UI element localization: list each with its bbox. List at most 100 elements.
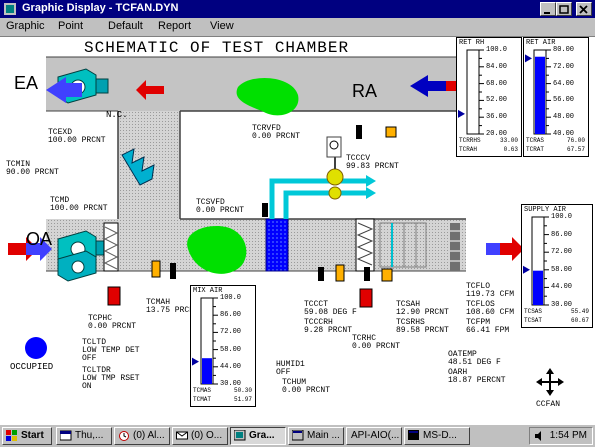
gauge-fill bbox=[535, 56, 545, 134]
airflow-blob-bottom bbox=[187, 225, 247, 274]
valve-icon bbox=[326, 136, 344, 200]
taskbar-item-graphic[interactable]: Gra... bbox=[230, 427, 286, 445]
taskbar-item-ms-dos[interactable]: MS-D... bbox=[404, 427, 470, 445]
start-button[interactable]: Start bbox=[2, 427, 52, 445]
gauge-tick-label: 20.00 bbox=[486, 130, 508, 138]
point-oatemp[interactable]: OATEMP 48.51 DEG F bbox=[448, 350, 501, 367]
point-tcltd[interactable]: TCLTD LOW TEMP DET OFF bbox=[82, 338, 140, 363]
gauge-tick-label: 58.00 bbox=[220, 345, 242, 354]
point-tcrvfd[interactable]: TCRVFD 0.00 PRCNT bbox=[252, 124, 301, 141]
gauge-tick-label: 86.00 bbox=[551, 230, 573, 239]
point-tcsah[interactable]: TCSAH 12.90 PRCNT bbox=[396, 300, 449, 317]
point-tcmd[interactable]: TCMD 100.00 PRCNT bbox=[50, 196, 108, 213]
label-oa: OA bbox=[26, 229, 53, 249]
gauge-tick-label: 52.00 bbox=[486, 96, 508, 105]
gauge-tick-label: 86.00 bbox=[220, 311, 242, 320]
point-tcfpm[interactable]: TCFPM 66.41 FPM bbox=[466, 318, 510, 335]
label-nc: N.C. bbox=[106, 110, 128, 120]
schematic-canvas: SCHEMATIC OF TEST CHAMBER EA RA OA N.C. … bbox=[0, 37, 595, 424]
humidifier-icon bbox=[379, 222, 427, 268]
point-humid1[interactable]: HUMID1 OFF bbox=[276, 360, 305, 377]
point-tcphc[interactable]: TCPHC 0.00 PRCNT bbox=[88, 314, 137, 331]
title-bar[interactable]: Graphic Display - TCFAN.DYN bbox=[0, 0, 595, 18]
point-tcccrh[interactable]: TCCCRH 9.28 PRCNT bbox=[304, 318, 353, 335]
menu-point[interactable]: Point bbox=[58, 20, 84, 32]
label-ea: EA bbox=[14, 73, 39, 93]
gauge-title: RET AIR bbox=[526, 39, 556, 47]
gauge-graphic bbox=[192, 297, 218, 385]
gauge-tick-label: 30.00 bbox=[551, 301, 573, 309]
gauge-pointer bbox=[458, 109, 465, 118]
taskbar-item-calendar[interactable]: Thu,... bbox=[56, 427, 112, 445]
gauge-readout-value: 0.63 bbox=[503, 146, 518, 153]
system-clock[interactable]: 1:54 PM bbox=[529, 427, 593, 445]
move-icon[interactable] bbox=[536, 368, 564, 396]
point-tcltdr[interactable]: TCLTDR LOW TMP RSET ON bbox=[82, 366, 140, 391]
point-oarh[interactable]: OARH 18.87 PERCNT bbox=[448, 368, 506, 385]
point-tchum[interactable]: TCHUM 0.00 PRCNT bbox=[282, 378, 331, 395]
gauge-readout-label: TCMAT bbox=[193, 396, 212, 403]
windows-logo-icon bbox=[6, 429, 17, 441]
gauge-tick-label: 72.00 bbox=[551, 248, 573, 257]
envelope-icon bbox=[176, 431, 188, 440]
point-tccct[interactable]: TCCCT 59.08 DEG F bbox=[304, 300, 357, 317]
maximize-icon bbox=[559, 5, 569, 14]
close-button[interactable] bbox=[576, 2, 592, 16]
point-tcflos[interactable]: TCFLOS 108.60 CFM bbox=[466, 300, 515, 317]
damper-icon bbox=[121, 148, 155, 186]
point-tcflo[interactable]: TCFLO 119.73 CFM bbox=[466, 282, 515, 299]
gauge-readout-value: 60.67 bbox=[570, 317, 589, 324]
gauge-pointer bbox=[192, 357, 199, 366]
gauge-tick-label: 100.0 bbox=[220, 294, 242, 302]
taskbar-item-label: (0) Al... bbox=[133, 430, 165, 441]
point-tcccv[interactable]: TCCCV 99.83 PRCNT bbox=[346, 154, 399, 171]
app-icon[interactable] bbox=[3, 2, 17, 16]
taskbar-item-alarms[interactable]: (0) Al... bbox=[114, 427, 170, 445]
label-ccfan: CCFAN bbox=[536, 400, 561, 409]
point-tcrhc[interactable]: TCRHC 0.00 PRCNT bbox=[352, 334, 401, 351]
gauge-tick-label: 48.00 bbox=[553, 113, 575, 122]
menu-report[interactable]: Report bbox=[158, 20, 192, 32]
gauge-tick-label: 44.00 bbox=[551, 283, 573, 292]
alarm-clock-icon bbox=[119, 430, 129, 441]
taskbar-item-api-aio[interactable]: API-AIO(... bbox=[346, 427, 402, 445]
ms-dos-icon bbox=[408, 429, 419, 440]
sensor-icon bbox=[107, 125, 397, 308]
return-air-arrow-icon bbox=[410, 75, 456, 97]
gauge-tick-label: 64.00 bbox=[553, 79, 575, 88]
menu-default[interactable]: Default bbox=[108, 20, 143, 32]
graphic-app-icon bbox=[234, 429, 246, 441]
menu-graphic[interactable]: Graphic bbox=[6, 20, 45, 32]
maximize-button[interactable] bbox=[556, 2, 572, 16]
gauge-graphic bbox=[525, 49, 551, 135]
gauge-tick-label: 36.00 bbox=[486, 113, 508, 122]
point-tcmin[interactable]: TCMIN 90.00 PRCNT bbox=[6, 160, 59, 177]
gauge-tick-label: 44.00 bbox=[220, 362, 242, 371]
taskbar-item-messages[interactable]: (0) O... bbox=[172, 427, 228, 445]
gauge-readout-value: 55.49 bbox=[570, 308, 589, 315]
cooling-coil-icon bbox=[265, 218, 289, 272]
filter-icon bbox=[103, 222, 119, 272]
supply-air-arrow-icon bbox=[486, 237, 524, 261]
start-label: Start bbox=[21, 430, 44, 441]
label-ra: RA bbox=[352, 81, 378, 101]
outside-air-arrow-icon bbox=[8, 237, 52, 261]
point-tcsvfd[interactable]: TCSVFD 0.00 PRCNT bbox=[196, 198, 245, 215]
main-app-icon bbox=[292, 429, 304, 441]
window-title: Graphic Display - TCFAN.DYN bbox=[22, 2, 179, 14]
point-tcsrhs[interactable]: TCSRHS 89.58 PRCNT bbox=[396, 318, 449, 335]
mixing-duct bbox=[118, 111, 180, 221]
menu-view[interactable]: View bbox=[210, 20, 234, 32]
gauge-fill bbox=[202, 358, 212, 384]
point-tcmah[interactable]: TCMAH 13.75 PRCNT bbox=[146, 298, 199, 315]
gauge-tick-label: 58.00 bbox=[551, 265, 573, 274]
taskbar-item-label: API-AIO(... bbox=[351, 430, 400, 441]
point-tcexd[interactable]: TCEXD 100.00 PRCNT bbox=[48, 128, 106, 145]
gauge-readout-label: TCRAH bbox=[459, 146, 478, 153]
taskbar-item-main[interactable]: Main ... bbox=[288, 427, 344, 445]
minimize-button[interactable] bbox=[540, 2, 556, 16]
